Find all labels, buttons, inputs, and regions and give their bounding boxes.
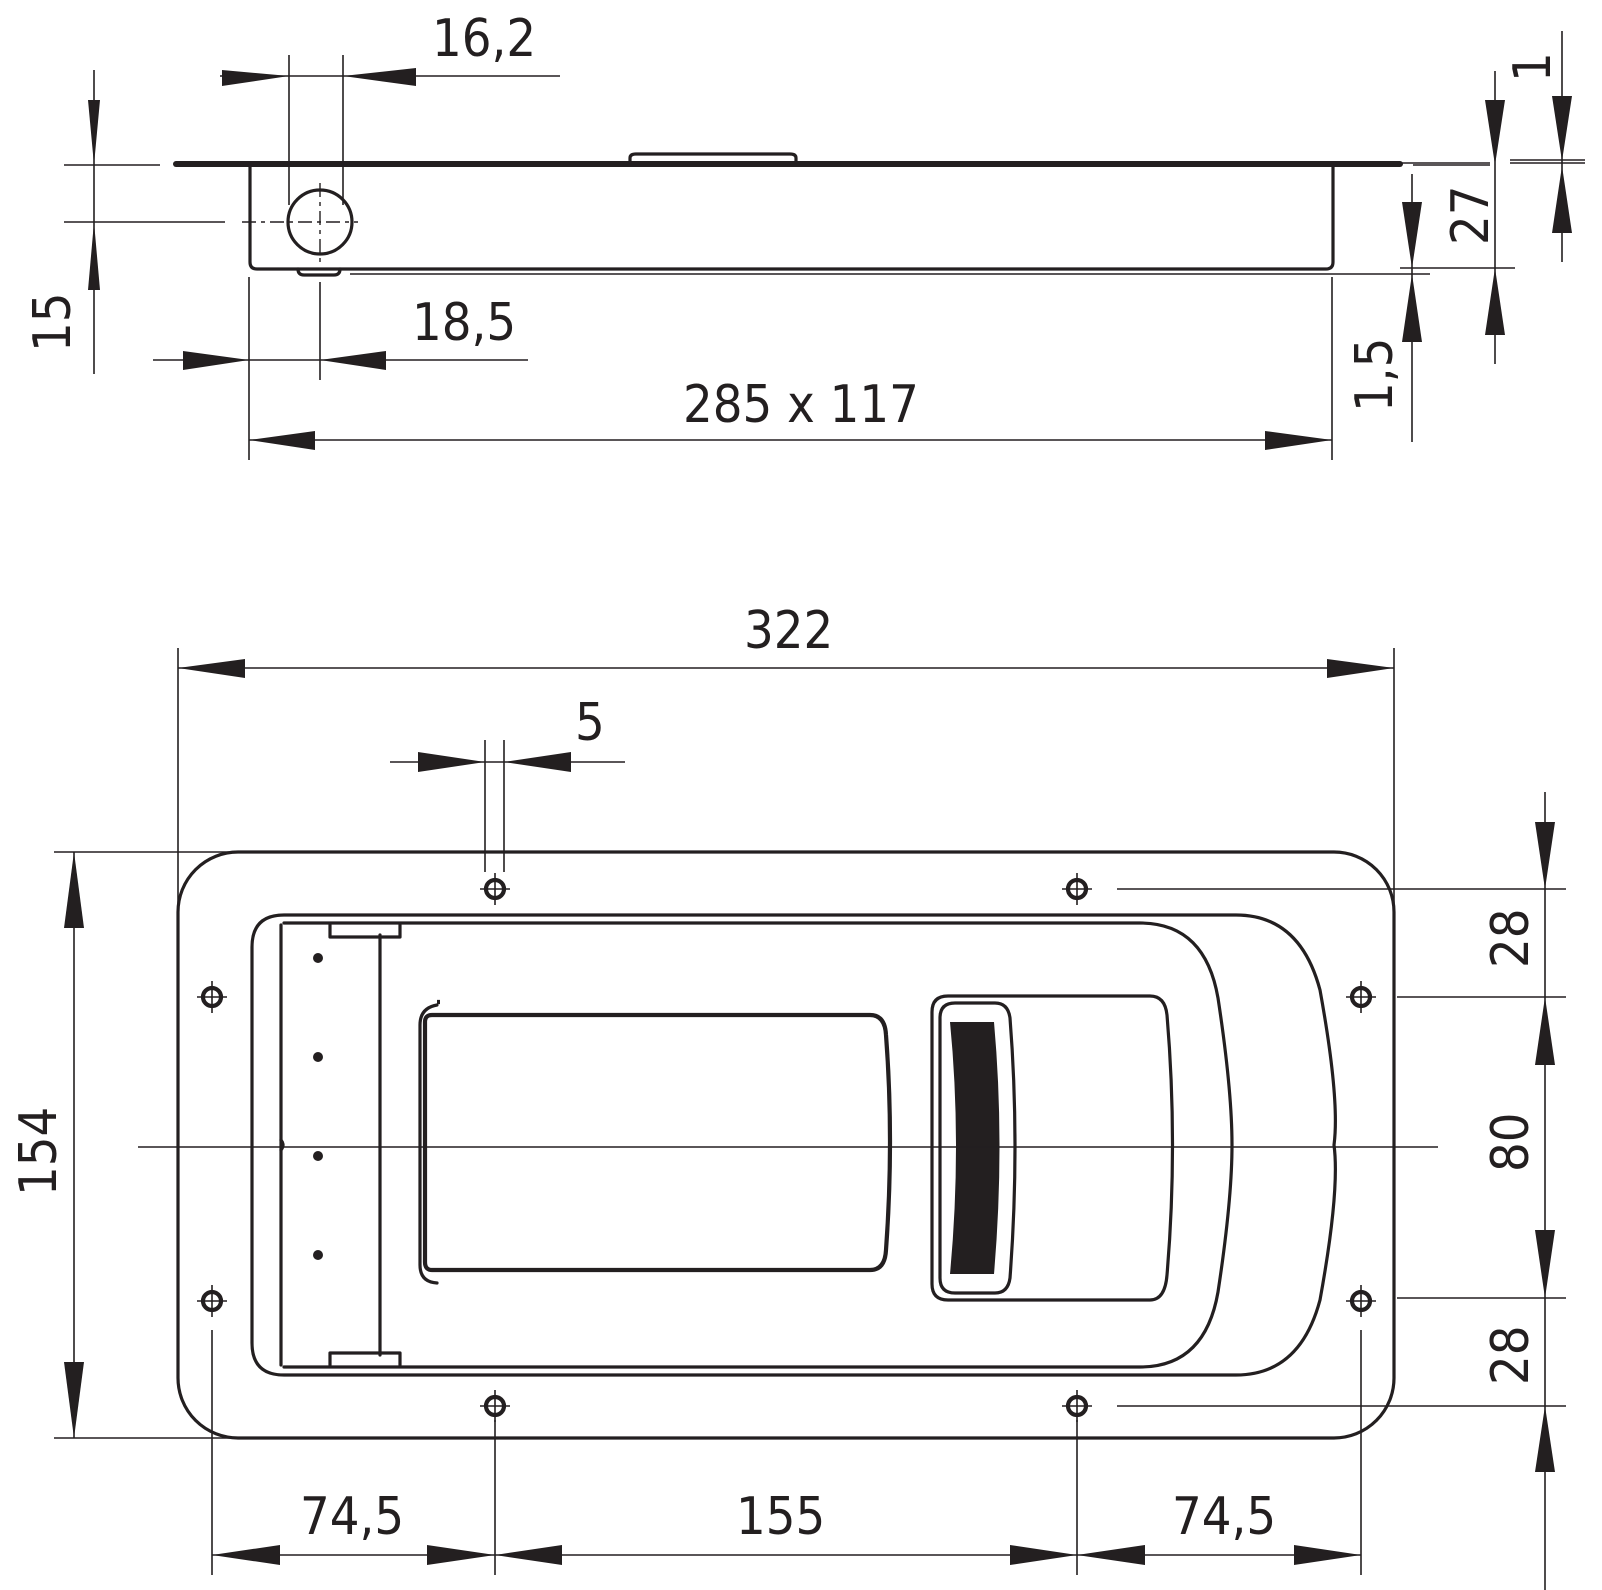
dim-hole-spacing-left: 74,5 xyxy=(300,1487,404,1547)
dim-hole-spacing-right: 74,5 xyxy=(1172,1487,1276,1547)
outer-flange xyxy=(176,850,1396,1440)
paddle-outline xyxy=(282,921,1234,1369)
mounting-hole xyxy=(480,1390,510,1422)
mounting-hole xyxy=(1346,1285,1376,1317)
paddle-top-profile xyxy=(628,152,798,164)
mounting-hole xyxy=(1062,873,1092,905)
tray-outline xyxy=(250,913,1337,1377)
grip-button xyxy=(938,1001,1017,1295)
dim-pin-offset: 18,5 xyxy=(412,293,516,353)
dim-flange-thickness: 1 xyxy=(1503,52,1563,82)
paddle-recess xyxy=(422,999,893,1273)
tray-body-profile xyxy=(248,164,1335,271)
dim-cutout: 285 x 117 xyxy=(683,375,919,435)
dim-hole-spacing-center: 155 xyxy=(736,1487,825,1547)
mounting-hole xyxy=(197,981,227,1013)
mounting-hole xyxy=(1062,1390,1092,1422)
dim-vert-top: 28 xyxy=(1481,908,1541,968)
dim-bottom-clearance: 1,5 xyxy=(1345,338,1405,412)
dim-overall-width: 322 xyxy=(744,601,833,661)
side-view: 16,2 15 18,5 285 x 117 27 1 xyxy=(23,9,1585,460)
mounting-hole xyxy=(480,873,510,905)
grip-texture xyxy=(950,1022,1000,1274)
dim-hinge-pin-diameter: 16,2 xyxy=(432,9,536,69)
mounting-holes xyxy=(197,873,1376,1422)
mounting-hole xyxy=(197,1285,227,1317)
dim-overall-height: 154 xyxy=(9,1107,69,1196)
dim-hole-offset: 5 xyxy=(575,693,605,753)
grip-frame xyxy=(930,994,1175,1302)
plan-view: 322 5 154 28 80 28 xyxy=(9,601,1566,1590)
dim-vert-middle: 80 xyxy=(1481,1112,1541,1172)
dim-vert-bottom: 28 xyxy=(1481,1325,1541,1385)
dim-depth: 27 xyxy=(1441,185,1501,245)
mounting-hole xyxy=(1346,981,1376,1013)
dim-pin-height: 15 xyxy=(23,292,83,352)
